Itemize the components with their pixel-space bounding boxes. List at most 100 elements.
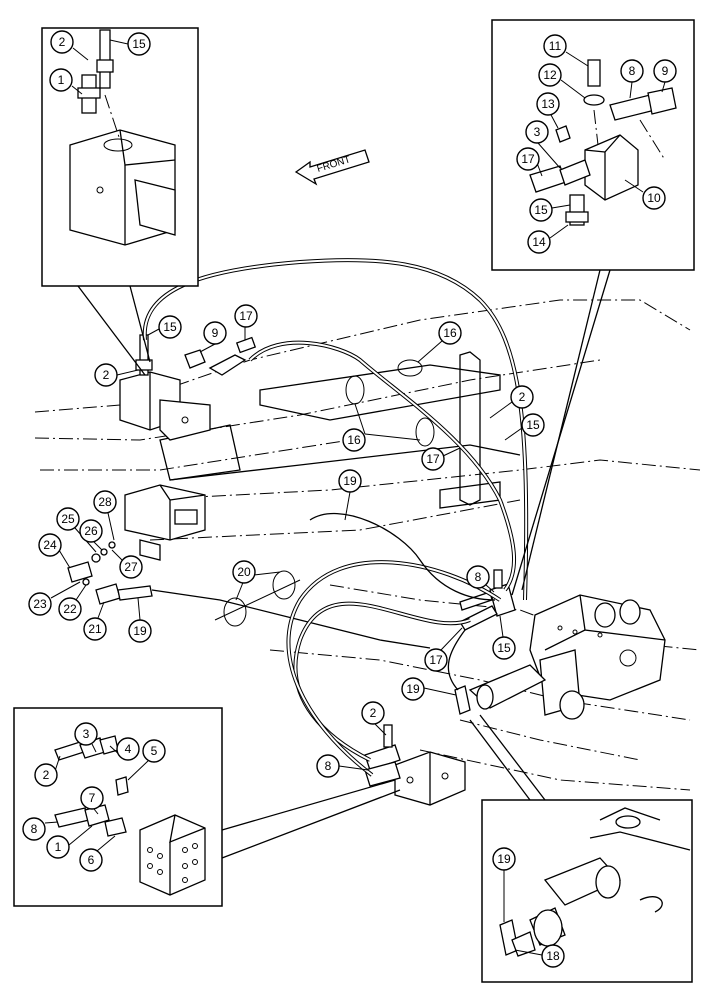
svg-text:19: 19 (406, 682, 420, 696)
callout-13: 13 (536, 92, 560, 129)
svg-text:16: 16 (347, 433, 361, 447)
svg-text:15: 15 (534, 203, 548, 217)
svg-text:16: 16 (443, 326, 457, 340)
svg-text:8: 8 (31, 822, 38, 836)
svg-text:23: 23 (33, 597, 47, 611)
hose-lines (142, 257, 529, 777)
svg-text:1: 1 (58, 73, 65, 87)
svg-text:15: 15 (526, 418, 540, 432)
callout-18-br: 18 (514, 944, 565, 968)
callout-1-tl: 1 (49, 68, 83, 95)
svg-text:27: 27 (124, 560, 138, 574)
callout-15-tr: 15 (529, 198, 571, 222)
svg-text:20: 20 (237, 565, 251, 579)
callout-3-bl: 3 (74, 722, 98, 753)
svg-text:12: 12 (543, 68, 557, 82)
svg-text:2: 2 (103, 368, 110, 382)
callout-11: 11 (543, 34, 589, 67)
callout-27: 27 (111, 549, 143, 579)
callout-3-tr: 3 (525, 120, 561, 169)
svg-text:15: 15 (497, 641, 511, 655)
callout-9-main: 9 (199, 321, 227, 353)
svg-text:14: 14 (532, 235, 546, 249)
callout-15-main-bottom: 15 (492, 615, 516, 660)
callout-5-bl: 5 (127, 739, 166, 781)
callout-17-main-left: 17 (234, 304, 258, 340)
callout-23: 23 (28, 581, 81, 616)
svg-text:28: 28 (98, 495, 112, 509)
callout-8-main-right: 8 (466, 565, 495, 593)
callout-14: 14 (527, 224, 569, 254)
svg-text:17: 17 (429, 653, 443, 667)
callout-15-tl: 15 (109, 32, 151, 56)
callout-28: 28 (93, 490, 117, 541)
callout-8-tr: 8 (620, 59, 644, 99)
svg-text:2: 2 (370, 706, 377, 720)
svg-text:11: 11 (549, 39, 562, 53)
callout-2-main-bottom: 2 (361, 701, 387, 736)
svg-text:9: 9 (212, 326, 219, 340)
callout-1-bl: 1 (46, 825, 93, 859)
svg-text:2: 2 (43, 768, 50, 782)
callout-2-main-left: 2 (94, 363, 139, 387)
callout-17-tr: 17 (516, 147, 543, 177)
svg-text:10: 10 (647, 191, 661, 205)
inset-top-right (491, 19, 695, 596)
svg-text:5: 5 (151, 744, 158, 758)
callout-6-bl: 6 (79, 835, 116, 872)
callout-10: 10 (624, 179, 666, 210)
callout-22: 22 (58, 584, 87, 621)
callout-26: 26 (79, 519, 103, 551)
main-assembly: FRONT (34, 149, 701, 806)
svg-text:21: 21 (88, 622, 102, 636)
svg-text:3: 3 (534, 125, 541, 139)
svg-text:15: 15 (132, 37, 146, 51)
callout-19-main-right: 19 (401, 677, 457, 701)
front-direction-arrow: FRONT (294, 149, 370, 186)
callout-16-mid: 16 (342, 403, 421, 452)
callout-12: 12 (538, 63, 586, 99)
svg-text:8: 8 (325, 759, 332, 773)
svg-text:2: 2 (59, 35, 66, 49)
svg-text:2: 2 (519, 390, 526, 404)
svg-text:1: 1 (55, 840, 62, 854)
callout-24: 24 (38, 533, 71, 569)
callout-8-bl: 8 (22, 817, 59, 841)
callout-15-main-left: 15 (147, 315, 182, 339)
callout-4-bl: 4 (109, 737, 140, 761)
svg-text:17: 17 (426, 452, 440, 466)
callout-19-br: 19 (492, 847, 516, 922)
svg-text:25: 25 (61, 512, 75, 526)
svg-text:19: 19 (497, 852, 511, 866)
svg-text:6: 6 (88, 853, 95, 867)
svg-text:3: 3 (83, 727, 90, 741)
callout-20: 20 (232, 560, 281, 601)
callout-15-main-right: 15 (504, 413, 545, 441)
svg-text:8: 8 (629, 64, 636, 78)
svg-text:24: 24 (43, 538, 57, 552)
svg-text:18: 18 (546, 949, 560, 963)
svg-text:19: 19 (133, 624, 147, 638)
callout-9-tr: 9 (653, 59, 677, 93)
callout-7-bl: 7 (80, 786, 104, 815)
callout-19-main-mid: 19 (338, 469, 362, 521)
svg-text:17: 17 (239, 309, 253, 323)
svg-text:13: 13 (541, 97, 555, 111)
svg-text:17: 17 (521, 152, 535, 166)
svg-text:19: 19 (343, 474, 357, 488)
callout-2-bl: 2 (34, 755, 61, 787)
svg-text:15: 15 (163, 320, 177, 334)
callout-labels: 2 15 1 11 8 9 12 13 3 17 10 15 14 15 9 1… (22, 30, 677, 968)
inset-bottom-left (13, 707, 401, 907)
callout-17-main-mid: 17 (421, 447, 461, 471)
svg-text:7: 7 (89, 791, 96, 805)
inset-bottom-right (469, 714, 693, 983)
callout-16-top: 16 (417, 321, 462, 363)
svg-text:22: 22 (63, 602, 77, 616)
svg-text:4: 4 (125, 742, 132, 756)
svg-text:26: 26 (84, 524, 98, 538)
callout-19-main-left: 19 (128, 597, 152, 643)
svg-text:8: 8 (475, 570, 482, 584)
callout-2-main-right: 2 (489, 385, 534, 419)
